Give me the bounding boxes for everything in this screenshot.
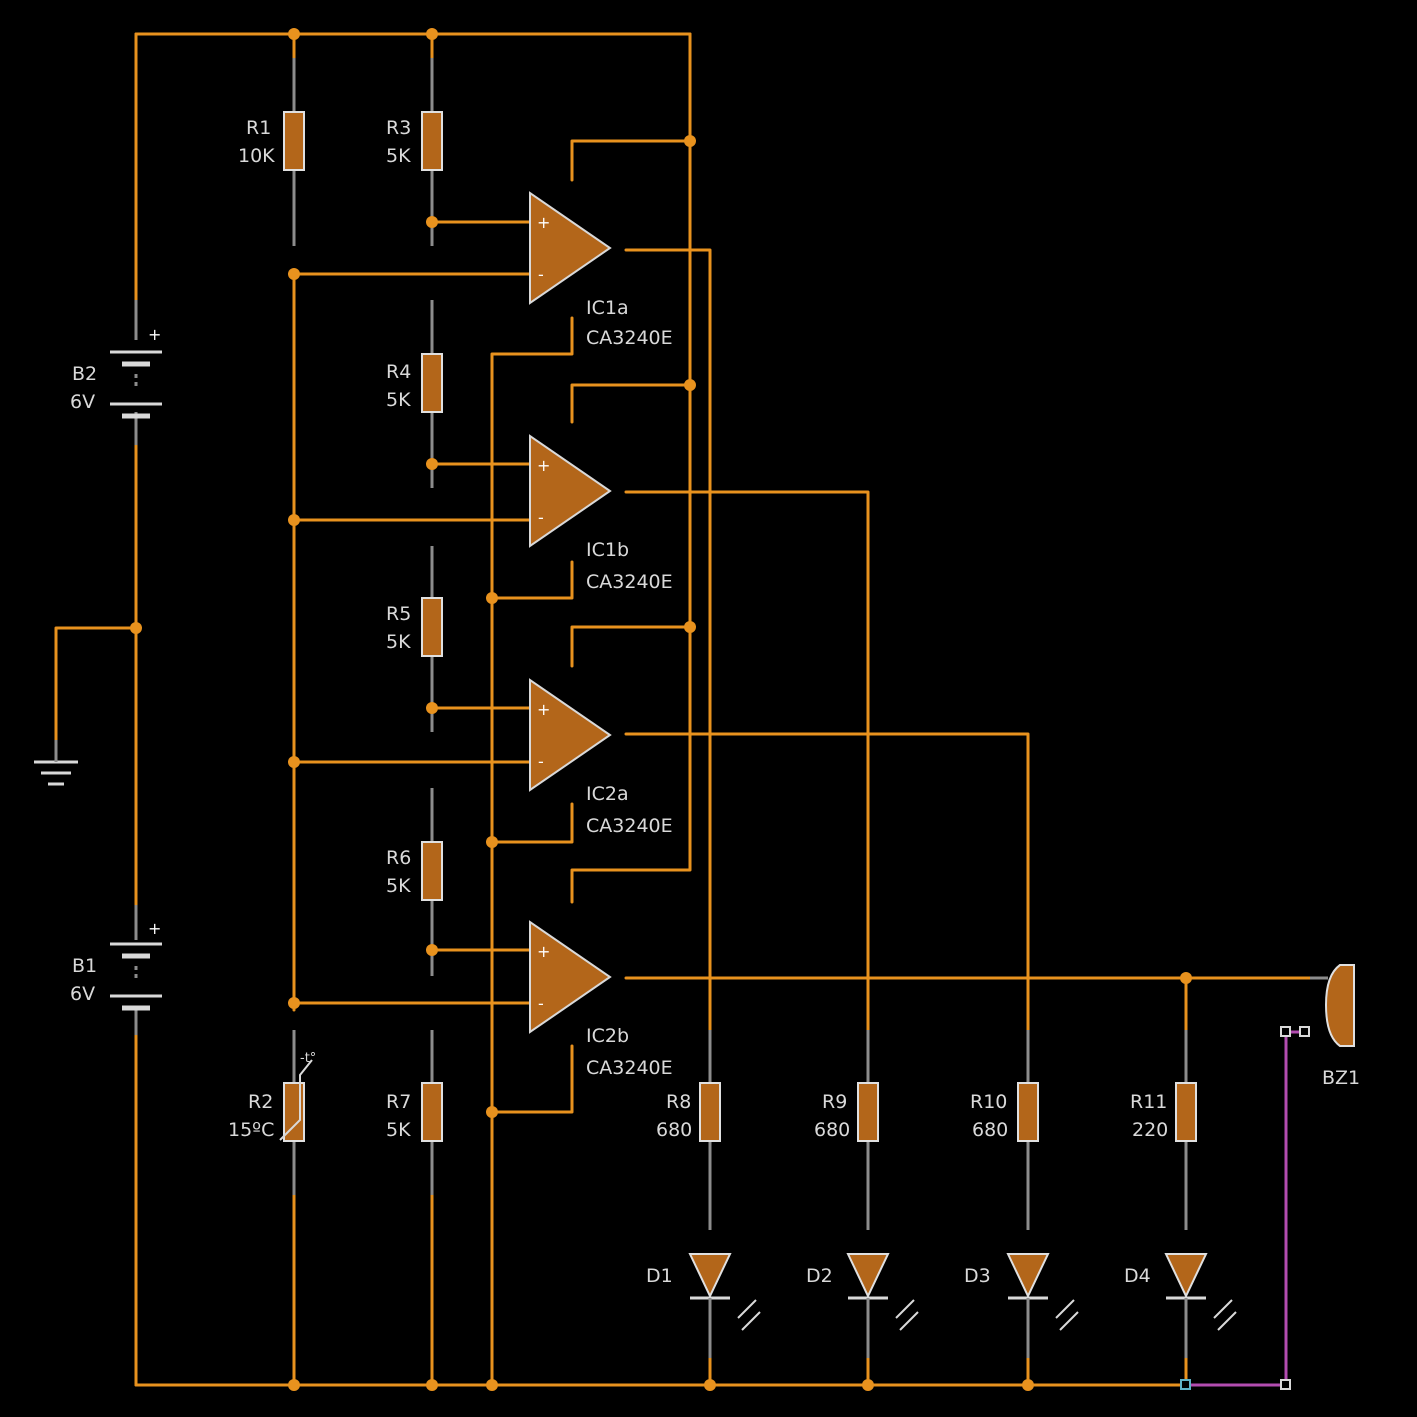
opamp-ic2b-plus: + <box>537 942 550 961</box>
opamp-ic1a-minus: - <box>538 265 544 284</box>
resistor-r10-value: 680 <box>972 1119 1008 1141</box>
thermistor-r2-value: 15ºC <box>228 1119 274 1141</box>
resistor-r4-value: 5K <box>386 389 411 411</box>
opamp-ic1b-part: CA3240E <box>586 571 673 593</box>
resistor-r6-id: R6 <box>386 847 411 869</box>
battery-b1: + B1 6V <box>70 919 162 1011</box>
resistor-r5: R5 5K <box>386 597 443 657</box>
opamp-ic1b-minus: - <box>538 508 544 527</box>
resistor-r8-id: R8 <box>666 1091 691 1113</box>
battery-b2-value: 6V <box>70 391 95 413</box>
thermistor-r2-mark: -t° <box>300 1051 316 1066</box>
opamp-ic2a-id: IC2a <box>586 783 629 805</box>
opamp-ic2a-minus: - <box>538 752 544 771</box>
resistor-r10-id: R10 <box>970 1091 1007 1113</box>
resistor-r3-value: 5K <box>386 145 411 167</box>
ground-icon <box>34 740 78 786</box>
junctions <box>130 28 1192 1391</box>
resistor-r8: R8 680 <box>656 1082 721 1142</box>
wires <box>54 32 1312 1387</box>
opamp-ic2b-id: IC2b <box>586 1025 629 1047</box>
buzzer-bz1-id: BZ1 <box>1322 1067 1360 1089</box>
resistor-r6: R6 5K <box>386 841 443 901</box>
opamp-ic1a: + - IC1a CA3240E <box>529 191 673 349</box>
led-d4: D4 <box>1124 1253 1237 1358</box>
resistor-r4-id: R4 <box>386 361 411 383</box>
opamp-ic1b: + - IC1b CA3240E <box>529 434 673 593</box>
resistor-r9: R9 680 <box>814 1082 879 1142</box>
opamp-ic2b-minus: - <box>538 994 544 1013</box>
opamp-ic2b: + - IC2b CA3240E <box>529 920 673 1079</box>
battery-b1-value: 6V <box>70 983 95 1005</box>
opamp-ic1a-part: CA3240E <box>586 327 673 349</box>
resistor-r9-value: 680 <box>814 1119 850 1141</box>
resistor-r5-value: 5K <box>386 631 411 653</box>
resistor-r7: R7 5K <box>386 1082 443 1142</box>
led-d1-id: D1 <box>646 1265 673 1287</box>
resistor-r11-id: R11 <box>1130 1091 1167 1113</box>
opamp-ic1a-plus: + <box>537 213 550 232</box>
battery-b2-plus: + <box>148 325 161 344</box>
battery-b1-id: B1 <box>72 955 97 977</box>
battery-b1-plus: + <box>148 919 161 938</box>
thermistor-r2-id: R2 <box>248 1091 273 1113</box>
thermistor-r2: -t° R2 15ºC <box>228 1051 316 1142</box>
resistor-r4: R4 5K <box>386 353 443 413</box>
battery-b2: + B2 6V <box>70 325 162 419</box>
resistor-r6-value: 5K <box>386 875 411 897</box>
resistor-r1-id: R1 <box>246 117 271 139</box>
resistor-r9-id: R9 <box>822 1091 847 1113</box>
resistor-r11: R11 220 <box>1130 1082 1197 1142</box>
buzzer-bz1: BZ1 <box>1180 964 1360 1390</box>
led-d1: D1 <box>646 1253 761 1358</box>
resistor-r10: R10 680 <box>970 1082 1039 1142</box>
resistor-r1: R1 10K <box>238 111 305 171</box>
led-d2: D2 <box>806 1253 919 1358</box>
opamp-ic2b-part: CA3240E <box>586 1057 673 1079</box>
opamp-ic1a-id: IC1a <box>586 297 629 319</box>
resistor-r7-id: R7 <box>386 1091 411 1113</box>
resistor-r11-value: 220 <box>1132 1119 1168 1141</box>
led-d3: D3 <box>964 1253 1079 1358</box>
opamp-ic2a-part: CA3240E <box>586 815 673 837</box>
resistor-r3-id: R3 <box>386 117 411 139</box>
opamp-ic1b-plus: + <box>537 456 550 475</box>
component-leads <box>134 58 1188 1230</box>
battery-b2-id: B2 <box>72 363 97 385</box>
resistor-r5-id: R5 <box>386 603 411 625</box>
resistor-r8-value: 680 <box>656 1119 692 1141</box>
resistor-r7-value: 5K <box>386 1119 411 1141</box>
resistor-r3: R3 5K <box>386 111 443 171</box>
led-d3-id: D3 <box>964 1265 991 1287</box>
led-d4-id: D4 <box>1124 1265 1151 1287</box>
opamp-ic1b-id: IC1b <box>586 539 629 561</box>
led-d2-id: D2 <box>806 1265 833 1287</box>
opamp-ic2a: + - IC2a CA3240E <box>529 678 673 837</box>
opamp-ic2a-plus: + <box>537 700 550 719</box>
resistor-r1-value: 10K <box>238 145 275 167</box>
